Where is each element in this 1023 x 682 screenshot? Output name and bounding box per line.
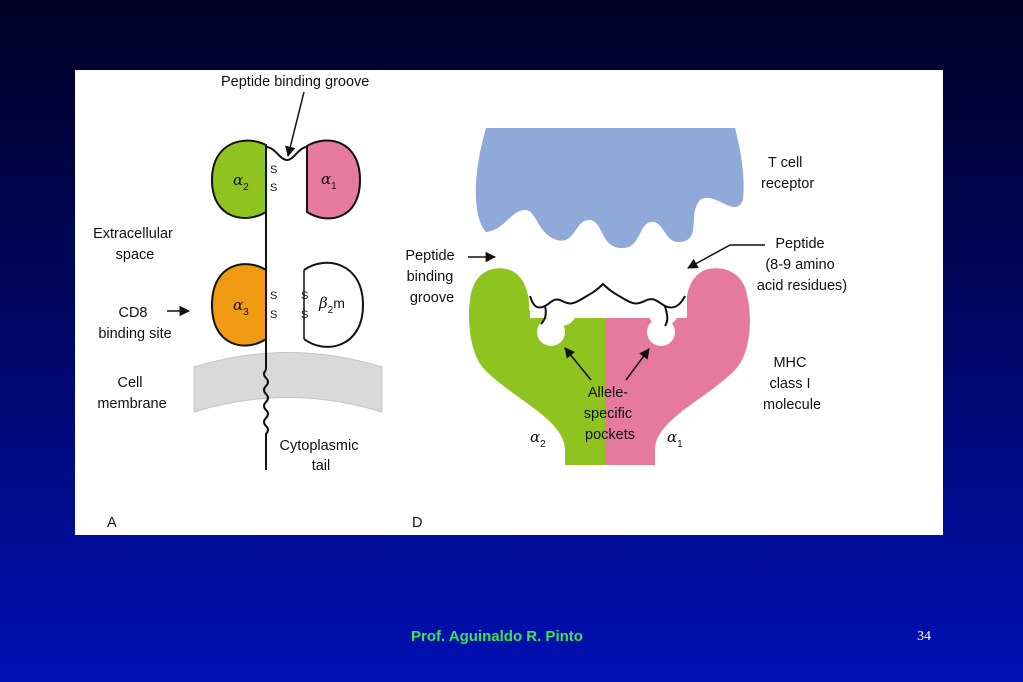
alpha3-domain bbox=[210, 263, 267, 347]
beta2m-domain bbox=[303, 261, 365, 348]
allele-pocket-left bbox=[537, 318, 565, 346]
groove-label-d: Peptide binding groove bbox=[405, 248, 458, 306]
panel-a-letter: A bbox=[107, 515, 117, 531]
tcr-shape bbox=[475, 128, 744, 249]
pockets-label: Allele- specific pockets bbox=[584, 385, 636, 443]
disulfide-s: S bbox=[270, 309, 277, 321]
pocket-arrow-left bbox=[564, 347, 592, 381]
mhc-label: MHC class I molecule bbox=[763, 355, 821, 413]
beta2m-label: β2m bbox=[318, 294, 345, 316]
groove-cleft bbox=[530, 296, 687, 318]
peptide-arrow bbox=[687, 244, 765, 269]
mhc-figure: S S S S S S α2 α1 α3 β2m Peptide binding… bbox=[75, 70, 943, 535]
alpha2-domain bbox=[210, 139, 267, 219]
disulfide-s: S bbox=[301, 290, 308, 302]
alpha1-label: α1 bbox=[321, 170, 337, 192]
disulfide-s: S bbox=[270, 290, 277, 302]
peptide-pocket-anchor-right bbox=[664, 305, 669, 327]
panel-d-letter: D bbox=[412, 515, 422, 531]
allele-pocket-right bbox=[647, 318, 675, 346]
cell-membrane bbox=[193, 352, 383, 413]
mhc-alpha1-label: α1 bbox=[667, 428, 683, 450]
disulfide-s: S bbox=[270, 164, 277, 176]
alpha1-domain bbox=[306, 139, 362, 220]
alpha2-label: α2 bbox=[233, 171, 249, 193]
groove-arrow bbox=[285, 91, 305, 158]
panel-a: S S S S S S α2 α1 α3 β2m Peptide binding… bbox=[93, 74, 383, 531]
footer-author: Prof. Aguinaldo R. Pinto bbox=[411, 628, 583, 645]
peptide-groove-title: Peptide binding groove bbox=[221, 74, 369, 90]
peptide-groove-curve bbox=[265, 146, 308, 162]
disulfide-s: S bbox=[301, 309, 308, 321]
disulfide-s: S bbox=[270, 182, 277, 194]
peptide-chain bbox=[529, 282, 686, 309]
membrane-label: Cell membrane bbox=[97, 375, 166, 412]
mhc-alpha2-half bbox=[468, 268, 605, 465]
extracellular-label: Extracellular space bbox=[93, 226, 177, 263]
tcr-label: T cell receptor bbox=[761, 155, 814, 192]
cd8-label: CD8 binding site bbox=[98, 305, 171, 342]
peptide-label: Peptide (8-9 amino acid residues) bbox=[757, 236, 847, 294]
panel-d: T cell receptor Peptide binding groove P… bbox=[405, 128, 847, 531]
mhc-alpha2-label: α2 bbox=[530, 428, 546, 450]
slide-number: 34 bbox=[917, 629, 931, 644]
pocket-arrow-right bbox=[625, 348, 650, 381]
cytoplasmic-label: Cytoplasmic tail bbox=[280, 438, 363, 474]
cytoplasmic-tail bbox=[263, 369, 269, 470]
mhc-diagram-svg: S S S S S S α2 α1 α3 β2m Peptide binding… bbox=[93, 74, 847, 531]
alpha3-label: α3 bbox=[233, 296, 249, 318]
peptide-pocket-anchor-left bbox=[540, 305, 547, 325]
